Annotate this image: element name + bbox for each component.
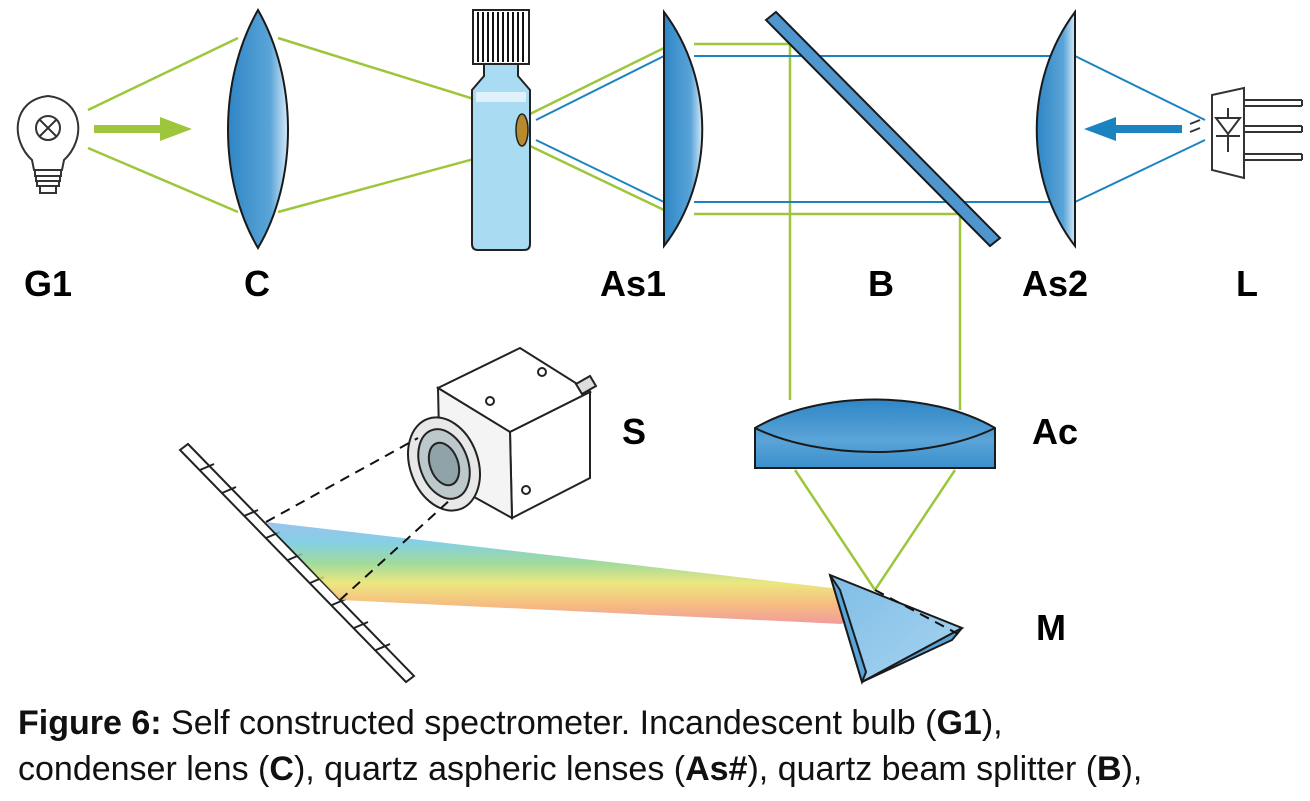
sample-vial-icon <box>471 9 531 251</box>
camera-view-lines <box>265 437 451 601</box>
caption-line-2: condenser lens (C), quartz aspheric lens… <box>18 746 1303 792</box>
spectrometer-diagram <box>16 7 1303 686</box>
caption-line-1: Figure 6: Self constructed spectrometer.… <box>18 700 1303 746</box>
green-beam-paths <box>87 36 962 591</box>
figure-caption: Figure 6: Self constructed spectrometer.… <box>18 700 1303 792</box>
label-ac: Ac <box>1032 411 1079 452</box>
label-s: S <box>622 411 647 452</box>
blue-arrow-icon <box>1084 117 1182 141</box>
label-b: B <box>868 263 894 304</box>
caption-text: ), <box>981 704 1003 742</box>
prism-mirror-m <box>828 573 965 686</box>
label-c: C <box>244 263 270 304</box>
caption-text: Self constructed spectrometer. Incandesc… <box>161 704 937 742</box>
aspheric-lens-as1 <box>663 8 704 249</box>
aspheric-lens-as2 <box>1035 8 1076 249</box>
caption-b: B <box>1097 750 1122 788</box>
incandescent-bulb-icon <box>16 94 80 194</box>
camera-sensor-icon <box>407 346 598 520</box>
green-arrow-icon <box>94 117 192 141</box>
caption-c: C <box>269 750 294 788</box>
label-as2: As2 <box>1022 263 1089 304</box>
diffraction-grating <box>178 442 416 684</box>
caption-g1: G1 <box>936 704 982 742</box>
caption-as: As# <box>685 750 748 788</box>
caption-figure-label: Figure 6: <box>18 704 162 742</box>
caption-text: ), <box>1121 750 1143 788</box>
blue-beam-paths <box>535 55 1206 203</box>
label-l: L <box>1236 263 1258 304</box>
beam-splitter-b <box>764 10 1002 248</box>
caption-text: condenser lens ( <box>18 750 270 788</box>
condenser-lens-c <box>227 7 289 250</box>
achromatic-lens-ac <box>754 398 996 469</box>
dispersed-spectrum-beam <box>266 522 866 624</box>
label-m: M <box>1036 607 1066 648</box>
led-diode-icon <box>1189 86 1303 180</box>
label-as1: As1 <box>600 263 667 304</box>
label-g1: G1 <box>24 263 73 304</box>
caption-text: ), quartz aspheric lenses ( <box>293 750 686 788</box>
caption-text: ), quartz beam splitter ( <box>747 750 1098 788</box>
